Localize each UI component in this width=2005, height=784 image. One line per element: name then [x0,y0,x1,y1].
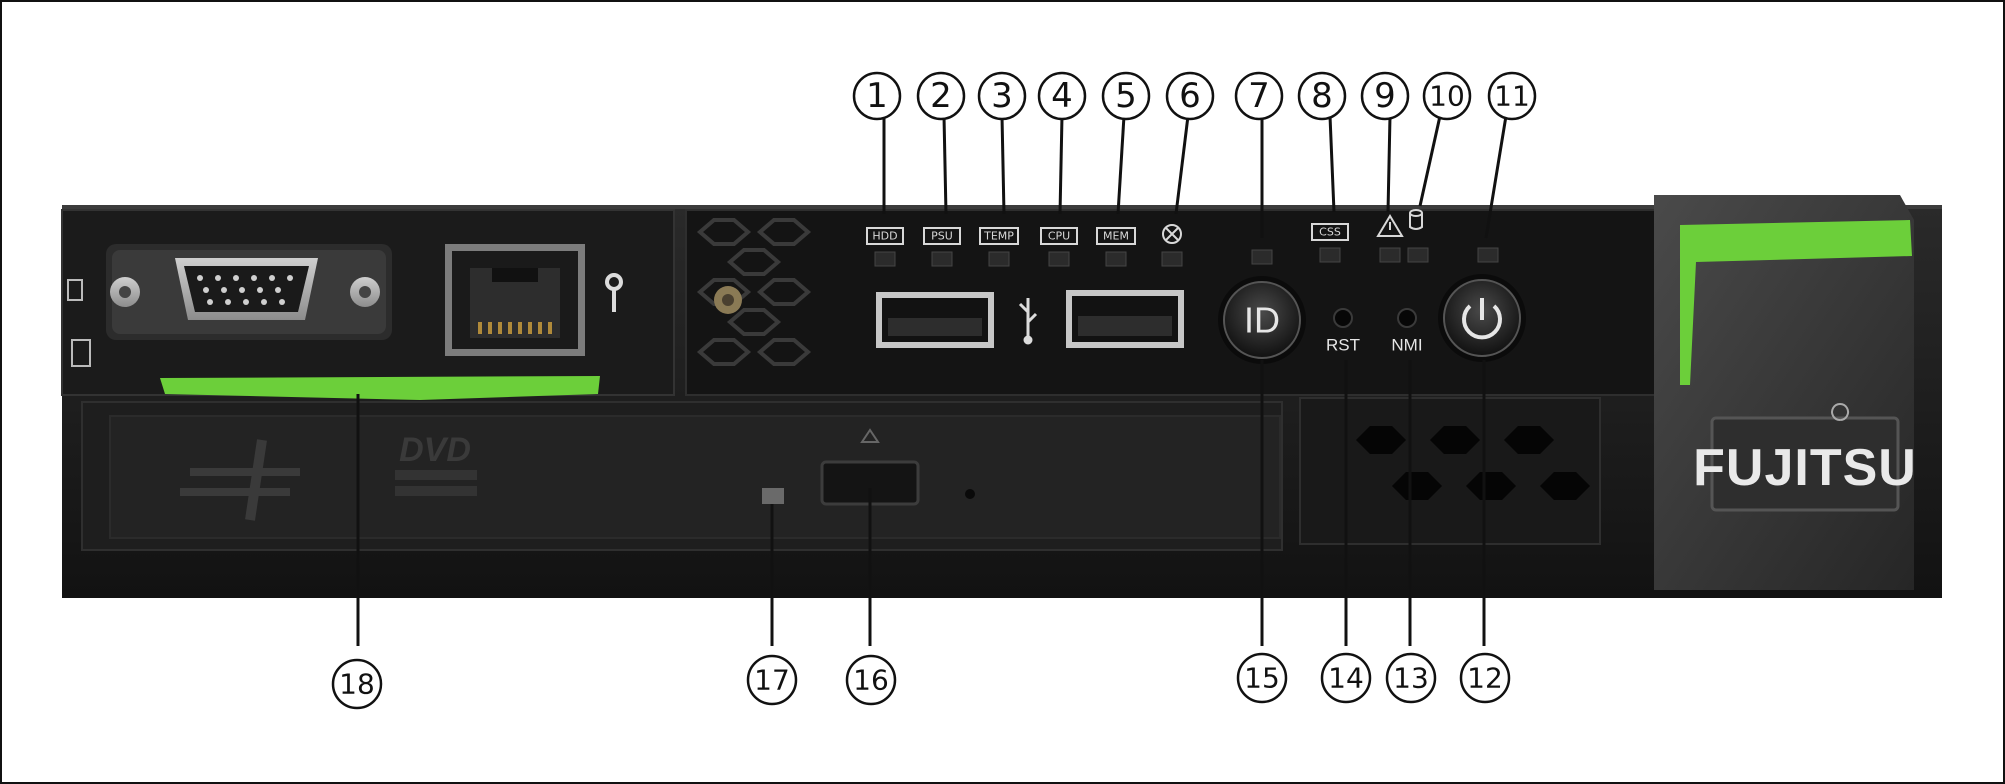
callout-17: 17 [746,654,798,706]
leader-lines [356,115,1508,646]
psu-led-label: PSU [931,230,953,243]
callout-1-number: 1 [866,76,888,116]
dvd-logo-text: DVD [399,431,471,469]
cpu-led-indicator: CPU [1040,227,1078,245]
callout-18-number: 18 [339,668,375,701]
usb-port-left[interactable] [876,292,994,348]
dvd-drive-face [109,415,1281,539]
hdd-led-label: HDD [872,230,897,243]
psu-led-indicator: PSU [923,227,961,245]
callout-12: 12 [1459,652,1511,704]
callout-15-number: 15 [1244,662,1280,695]
temp-led-label: TEMP [983,230,1014,243]
drive-cylinder-icon [1409,209,1423,230]
usb-icon [1018,298,1038,345]
callout-4-number: 4 [1051,76,1073,116]
css-led-indicator: CSS [1311,223,1349,241]
callout-16: 16 [845,654,897,706]
temp-led-indicator: TEMP [979,227,1019,245]
rack-bezel-handle[interactable]: FUJITSU [1654,195,1917,590]
callout-11-number: 11 [1494,80,1530,113]
honeycomb-vent [696,218,812,366]
callout-16-number: 16 [853,664,889,697]
dvd-activity-led [762,488,784,504]
callout-15: 15 [1236,652,1288,704]
css-led-label: CSS [1319,226,1341,239]
pull-out-label-tab[interactable] [160,376,600,400]
callout-7-number: 7 [1248,76,1270,116]
callout-14-number: 14 [1328,662,1364,695]
thumb-screw[interactable] [714,286,742,314]
callout-5-number: 5 [1115,76,1137,116]
callout-5: 5 [1101,71,1151,121]
status-led-row: HDD PSU TEMP CPU MEM CSS [866,209,1499,267]
callout-8: 8 [1297,71,1347,121]
dvd-emergency-eject-hole[interactable] [965,489,975,499]
callout-11: 11 [1487,71,1537,121]
callout-17-number: 17 [754,664,790,697]
mem-led-label: MEM [1103,230,1129,243]
warning-triangle-icon [1376,214,1404,237]
callout-3: 3 [977,71,1027,121]
mem-led-indicator: MEM [1096,227,1136,245]
callout-13: 13 [1385,652,1437,704]
reset-button[interactable] [1333,308,1353,328]
callout-9-number: 9 [1374,76,1396,116]
callout-6: 6 [1165,71,1215,121]
callout-2: 2 [916,71,966,121]
callout-14: 14 [1320,652,1372,704]
callout-18: 18 [331,658,383,710]
dvd-logo: DVD [180,431,477,521]
callout-10-number: 10 [1429,80,1465,113]
drive-bay-right [1299,397,1601,545]
hdd-led-indicator: HDD [866,227,904,245]
callout-7: 7 [1234,71,1284,121]
id-button-label: ID [1244,300,1280,341]
callout-10: 10 [1422,71,1472,121]
usb-port-right[interactable] [1066,290,1184,348]
nmi-button[interactable] [1397,308,1417,328]
callout-8-number: 8 [1311,76,1333,116]
fan-led-icon [1162,224,1182,244]
service-lan-port[interactable] [445,244,585,356]
chassis-top-edge [62,205,1942,209]
vga-port[interactable] [106,244,392,340]
callout-12-number: 12 [1467,662,1503,695]
callout-13-number: 13 [1393,662,1429,695]
left-side-icon-bottom [71,339,91,367]
callout-4: 4 [1037,71,1087,121]
left-side-icon-top [67,279,83,301]
callout-1: 1 [852,71,902,121]
callout-6-number: 6 [1179,76,1201,116]
eject-arrow-icon [860,428,880,443]
callout-2-number: 2 [930,76,952,116]
wrench-icon [605,273,623,312]
rst-label: RST [1326,336,1360,355]
id-button[interactable]: ID [1218,276,1306,364]
callout-9: 9 [1360,71,1410,121]
power-icon [1462,298,1502,340]
callout-3-number: 3 [991,76,1013,116]
nmi-label: NMI [1391,336,1422,355]
drive-bay-honeycomb [1356,426,1590,500]
fujitsu-logo: FUJITSU [1693,439,1917,497]
cpu-led-label: CPU [1048,230,1070,243]
